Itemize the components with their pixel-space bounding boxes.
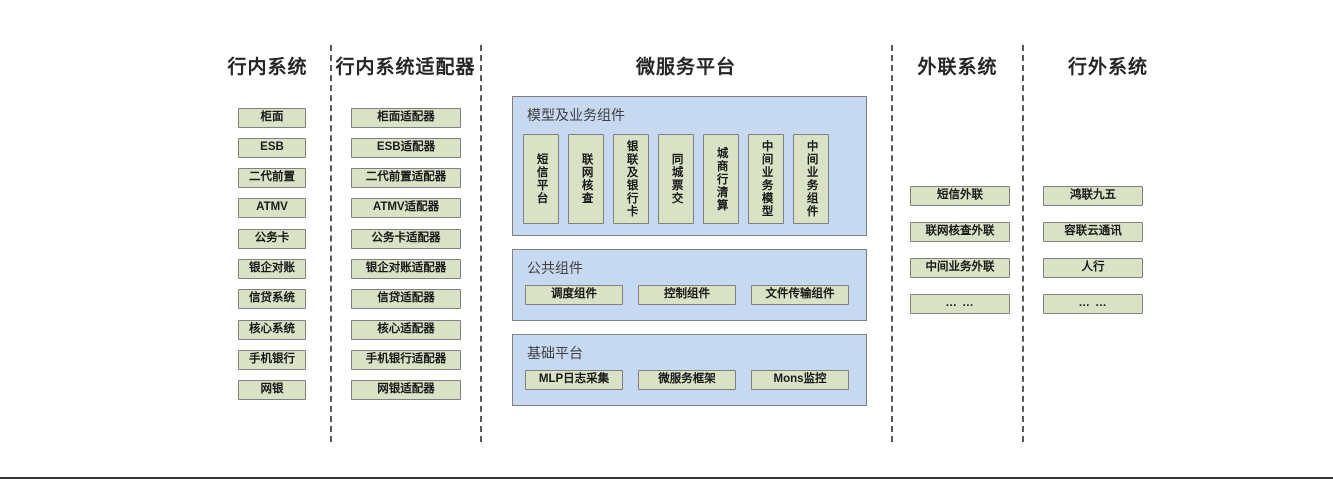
node-inbank-system[interactable]: 手机银行 xyxy=(238,350,306,370)
node-base-platform-component[interactable]: Mons监控 xyxy=(751,370,849,390)
column-separator-4 xyxy=(1022,45,1024,442)
column-separator-3 xyxy=(891,45,893,442)
node-inbank-adapter[interactable]: 网银适配器 xyxy=(351,380,461,400)
node-offbank-system[interactable]: 容联云通讯 xyxy=(1043,222,1143,242)
panel-title-model-business-components: 模型及业务组件 xyxy=(527,107,625,123)
node-inbank-system[interactable]: 网银 xyxy=(238,380,306,400)
node-inbank-adapter[interactable]: ATMV适配器 xyxy=(351,198,461,218)
node-model-business-component[interactable]: 中间业务模型 xyxy=(748,134,784,224)
node-inbank-adapter[interactable]: 银企对账适配器 xyxy=(351,259,461,279)
node-model-business-component[interactable]: 中间业务组件 xyxy=(793,134,829,224)
page-bottom-rule xyxy=(0,477,1333,479)
node-external-link-system[interactable]: 联网核查外联 xyxy=(910,222,1010,242)
node-inbank-adapter[interactable]: 柜面适配器 xyxy=(351,108,461,128)
node-external-link-system[interactable]: 短信外联 xyxy=(910,186,1010,206)
node-public-component[interactable]: 文件传输组件 xyxy=(751,285,849,305)
column-title-offbank-systems: 行外系统 xyxy=(1067,57,1148,78)
column-title-microservice-platform: 微服务平台 xyxy=(635,57,736,78)
node-public-component[interactable]: 控制组件 xyxy=(638,285,736,305)
node-inbank-system[interactable]: 公务卡 xyxy=(238,229,306,249)
node-offbank-system[interactable]: 人行 xyxy=(1043,258,1143,278)
node-base-platform-component[interactable]: 微服务框架 xyxy=(638,370,736,390)
node-inbank-system[interactable]: 银企对账 xyxy=(238,259,306,279)
node-inbank-system[interactable]: 信贷系统 xyxy=(238,289,306,309)
panel-title-public-components: 公共组件 xyxy=(527,260,583,276)
node-external-link-system-more[interactable]: … … xyxy=(910,294,1010,314)
node-inbank-adapter[interactable]: ESB适配器 xyxy=(351,138,461,158)
node-inbank-adapter[interactable]: 公务卡适配器 xyxy=(351,229,461,249)
node-model-business-component[interactable]: 联网核查 xyxy=(568,134,604,224)
column-title-inbank-adapters: 行内系统适配器 xyxy=(335,57,476,78)
node-inbank-system[interactable]: 柜面 xyxy=(238,108,306,128)
node-inbank-adapter[interactable]: 信贷适配器 xyxy=(351,289,461,309)
node-base-platform-component[interactable]: MLP日志采集 xyxy=(525,370,623,390)
node-inbank-system[interactable]: 核心系统 xyxy=(238,320,306,340)
node-model-business-component[interactable]: 银联及银行卡 xyxy=(613,134,649,224)
column-title-inbank-systems: 行内系统 xyxy=(227,57,308,78)
node-external-link-system[interactable]: 中间业务外联 xyxy=(910,258,1010,278)
node-offbank-system[interactable]: 鸿联九五 xyxy=(1043,186,1143,206)
node-inbank-adapter[interactable]: 核心适配器 xyxy=(351,320,461,340)
node-inbank-adapter[interactable]: 二代前置适配器 xyxy=(351,168,461,188)
node-model-business-component[interactable]: 同城票交 xyxy=(658,134,694,224)
panel-title-base-platform: 基础平台 xyxy=(527,345,583,361)
column-separator-2 xyxy=(480,45,482,442)
column-title-external-link-systems: 外联系统 xyxy=(917,57,998,78)
node-inbank-system[interactable]: ESB xyxy=(238,138,306,158)
node-model-business-component[interactable]: 城商行清算 xyxy=(703,134,739,224)
node-inbank-system[interactable]: ATMV xyxy=(238,198,306,218)
node-inbank-system[interactable]: 二代前置 xyxy=(238,168,306,188)
node-offbank-system-more[interactable]: … … xyxy=(1043,294,1143,314)
node-model-business-component[interactable]: 短信平台 xyxy=(523,134,559,224)
column-separator-1 xyxy=(330,45,332,442)
node-inbank-adapter[interactable]: 手机银行适配器 xyxy=(351,350,461,370)
node-public-component[interactable]: 调度组件 xyxy=(525,285,623,305)
